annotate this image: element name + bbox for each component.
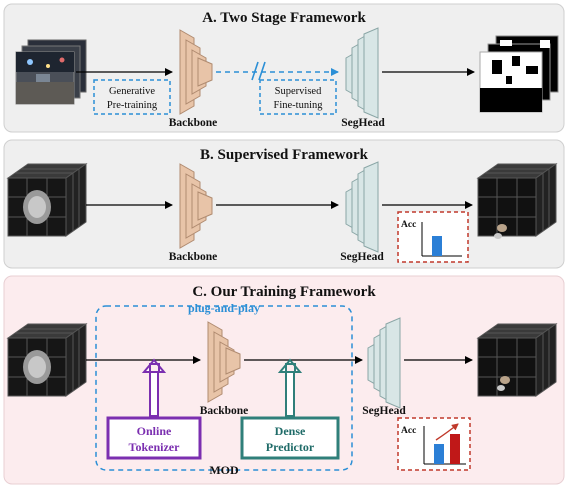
online-tokenizer-box	[106, 416, 202, 460]
finetuning-line2: Fine-tuning	[274, 100, 324, 111]
seghead-label-b: SegHead	[340, 251, 384, 263]
backbone-block-a	[179, 29, 213, 115]
predictor-up-arrow	[277, 358, 303, 417]
pretraining-line1: Generative	[109, 86, 155, 97]
output-volume-cube-b	[476, 163, 558, 239]
panel-a	[3, 3, 565, 133]
backbone-block-b	[179, 163, 213, 249]
backbone-block-c	[207, 321, 241, 403]
segmentation-mask-stack	[479, 35, 559, 113]
backbone-label-a: Backbone	[169, 117, 218, 129]
finetuning-line1: Supervised	[275, 86, 322, 97]
tokenizer-up-arrow	[141, 358, 167, 417]
seghead-block-c	[367, 317, 401, 409]
panel-c-title: C. Our Training Framework	[192, 284, 376, 300]
plug-and-play-label: plug-and-play	[188, 301, 260, 315]
plug-and-play-region	[95, 305, 353, 471]
break-mark	[251, 61, 266, 81]
dense-predictor-line2: Predictor	[266, 440, 315, 454]
street-image-stack	[15, 39, 87, 105]
seghead-block-b	[345, 161, 379, 253]
input-volume-cube-b	[6, 163, 88, 237]
seghead-label-a: SegHead	[341, 117, 385, 129]
acc-bar-b	[432, 236, 442, 256]
acc-label-c: Acc	[401, 426, 416, 436]
dense-predictor-line1: Dense	[275, 424, 306, 438]
pretraining-box	[93, 79, 171, 115]
seghead-label-c: SegHead	[362, 405, 406, 417]
panel-a-title: A. Two Stage Framework	[202, 10, 366, 26]
mod-label: MOD	[209, 463, 239, 477]
output-volume-cube-c	[476, 323, 558, 397]
acc-bar-c-red	[450, 434, 460, 464]
pretraining-line2: Pre-training	[107, 100, 158, 111]
finetuning-box	[259, 79, 337, 115]
dense-predictor-box	[240, 416, 340, 460]
online-tokenizer-line2: Tokenizer	[129, 440, 181, 454]
acc-label-b: Acc	[401, 220, 416, 230]
panel-b-title: B. Supervised Framework	[200, 147, 369, 163]
online-tokenizer-line1: Online	[137, 424, 172, 438]
seghead-block-a	[345, 27, 379, 119]
input-volume-cube-c	[6, 323, 88, 397]
backbone-label-c: Backbone	[200, 405, 249, 417]
backbone-label-b: Backbone	[169, 251, 218, 263]
acc-trend-arrow	[435, 423, 459, 441]
acc-bar-c-blue	[434, 444, 444, 464]
